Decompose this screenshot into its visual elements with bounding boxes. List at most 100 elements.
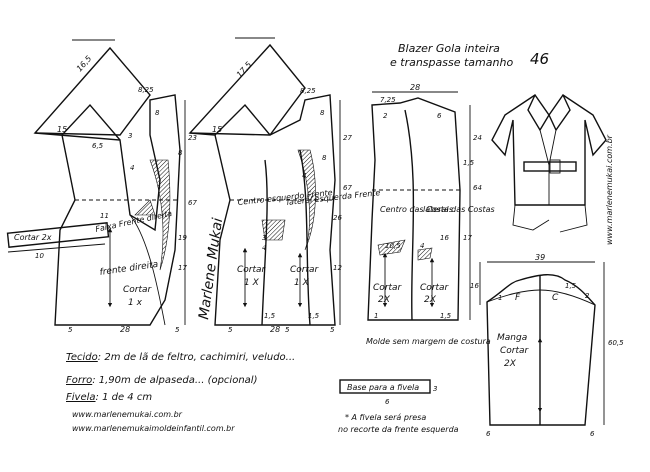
left-dim-d1: 3 xyxy=(262,234,266,242)
front-qty-label: 1 x xyxy=(128,298,143,308)
sleeve-piece: 39 16 60,5 6 6 1 1,5 2 F C Manga Cortar … xyxy=(470,253,624,438)
left-dim-top-small: 8 xyxy=(320,109,325,117)
sleeve-label-piece: Manga xyxy=(497,333,527,343)
left-dim-hem-right: 5 xyxy=(330,326,335,334)
blazer-body-outline xyxy=(491,94,607,206)
fabric-value: : 2m de lã de feltro, cachimiri, veludo.… xyxy=(98,352,295,363)
left-dim-v3: 26 xyxy=(333,214,342,222)
left-dim-hem-left: 5 xyxy=(228,326,233,334)
front-dim-hem-right: 5 xyxy=(175,326,180,334)
left-qty-label-2: 1 X xyxy=(294,278,310,288)
strip-cut-label: Cortar 2x xyxy=(14,233,52,242)
blazer-hem-left xyxy=(512,204,550,231)
front-piece-label: frente direita xyxy=(99,260,159,278)
left-collar-outline xyxy=(188,43,306,136)
buckle-value: : 1 de 4 cm xyxy=(96,392,153,403)
front-dim-collar-small: 8,25 xyxy=(138,86,154,94)
belt-base-label: Base para a fivela xyxy=(347,383,419,392)
front-dim-neck-drop: 6,5 xyxy=(92,142,104,150)
belt-base-piece: Base para a fivela 3 6 xyxy=(339,379,437,406)
front-dim-v6: 4 xyxy=(130,164,134,172)
left-dim-v4: 12 xyxy=(333,264,342,272)
back-hatch-left xyxy=(377,239,406,256)
sleeve-dim-height: 60,5 xyxy=(608,339,624,347)
sleeve-dim-c2: 1,5 xyxy=(565,282,577,290)
left-dim-d4: 1,5 xyxy=(308,312,320,320)
blazer-buckle-icon xyxy=(549,159,561,174)
front-dim-hem-left: 5 xyxy=(68,326,73,334)
title-block: Blazer Gola inteira e transpasse tamanho… xyxy=(390,42,549,69)
back-cut-label-lateral: Cortar xyxy=(420,283,450,293)
front-cut-label: Cortar xyxy=(123,285,153,295)
front-body-outline xyxy=(34,94,181,326)
back-outline xyxy=(367,97,461,321)
left-side-hatch xyxy=(297,149,316,251)
url-2[interactable]: www.marlenemukaimoldeinfantil.com.br xyxy=(72,424,235,433)
left-shoulder-line xyxy=(214,103,271,136)
front-pocket-hatch xyxy=(134,199,156,216)
blazer-illustration xyxy=(491,94,607,233)
back-dim-hem-left: 1 xyxy=(374,312,378,320)
front-dim-v7: 3 xyxy=(128,132,132,140)
left-dim-v5: 8 xyxy=(322,154,327,162)
back-dim-v4: 1,5 xyxy=(463,159,475,167)
left-side-seam xyxy=(299,149,311,326)
sleeve-dim-top: 39 xyxy=(535,253,545,262)
front-dim-shoulder: 15 xyxy=(57,125,67,134)
left-dim-collar-small: 8,25 xyxy=(300,87,316,95)
back-dim-w1: 10,5 xyxy=(385,242,401,250)
lining-line: Forro: 1,90m de alpaseda... (opcional) xyxy=(66,375,257,386)
back-piece: 28 7,25 2 6 24 64 17 1,5 10,5 4 16 1 1,5… xyxy=(366,83,495,346)
sleeve-dim-hem-right: 6 xyxy=(590,430,595,438)
back-qty-label-center: 2X xyxy=(378,295,391,305)
materials-block: Tecido: 2m de lã de feltro, cachimiri, v… xyxy=(66,352,295,403)
sleeve-label-qty: 2X xyxy=(504,359,517,369)
fabric-label: Tecido xyxy=(66,352,98,363)
front-left-piece: 17,5 8,25 15 8 5 5 5 28 27 67 26 12 8 4 … xyxy=(188,37,381,334)
left-dim-collar: 17,5 xyxy=(235,60,254,79)
left-center-seam xyxy=(261,159,268,326)
buckle-label: Fivela xyxy=(66,392,96,403)
buckle-note: * A fivela será presa no recorte da fren… xyxy=(338,413,459,434)
url-1[interactable]: www.marlenemukai.com.br xyxy=(72,410,183,419)
back-cut-label-center: Cortar xyxy=(373,283,403,293)
left-dim-d3: 1,5 xyxy=(264,312,276,320)
sleeve-label-cut: Cortar xyxy=(500,346,530,356)
front-dim-v5: 8 xyxy=(178,149,183,157)
back-center-seam xyxy=(404,109,415,321)
url-block: www.marlenemukai.com.br www.marlenemukai… xyxy=(72,410,235,433)
back-dim-neck-drop: 2 xyxy=(383,112,388,120)
vertical-url: www.marlenemukai.com.br xyxy=(605,134,614,245)
strip-dim-line xyxy=(7,243,106,253)
blazer-hem-right xyxy=(549,204,588,233)
left-dim-v2: 67 xyxy=(343,184,352,192)
front-dim-v4: 17 xyxy=(178,264,187,272)
sleeve-cap-line xyxy=(486,289,596,306)
back-dim-v3: 17 xyxy=(463,234,472,242)
back-dim-w2: 4 xyxy=(420,242,424,250)
belt-base-rect xyxy=(339,379,431,394)
back-dim-neck: 7,25 xyxy=(380,96,396,104)
sleeve-label-back: F xyxy=(515,293,521,303)
lining-value: : 1,90m de alpaseda... (opcional) xyxy=(92,375,257,386)
sleeve-dim-hem-left: 6 xyxy=(486,430,491,438)
left-dim-v6: 4 xyxy=(302,172,306,180)
front-dim-hem: 28 xyxy=(120,325,130,334)
back-dim-v1: 24 xyxy=(473,134,482,142)
left-dim-hem-mid: 5 xyxy=(285,326,290,334)
left-cut-label-2: Cortar xyxy=(290,265,320,275)
buckle-line: Fivela: 1 de 4 cm xyxy=(66,392,152,403)
lining-label: Forro xyxy=(66,375,92,386)
back-dim-shoulder-small: 6 xyxy=(437,112,442,120)
back-dim-hem-right: 1,5 xyxy=(440,312,452,320)
left-dim-d2: 4 xyxy=(262,244,266,252)
front-dart-hatch xyxy=(149,159,171,271)
back-note-label: Molde sem margem de costura xyxy=(366,337,491,346)
sleeve-dim-c1: 1 xyxy=(498,294,502,302)
front-dim-lapel: 11 xyxy=(100,212,109,220)
front-collar-outline xyxy=(33,46,151,136)
back-dim-w3: 16 xyxy=(440,234,449,242)
belt-base-length: 6 xyxy=(385,398,390,406)
front-dim-v2: 67 xyxy=(188,199,197,207)
front-facing-strip xyxy=(6,222,110,248)
